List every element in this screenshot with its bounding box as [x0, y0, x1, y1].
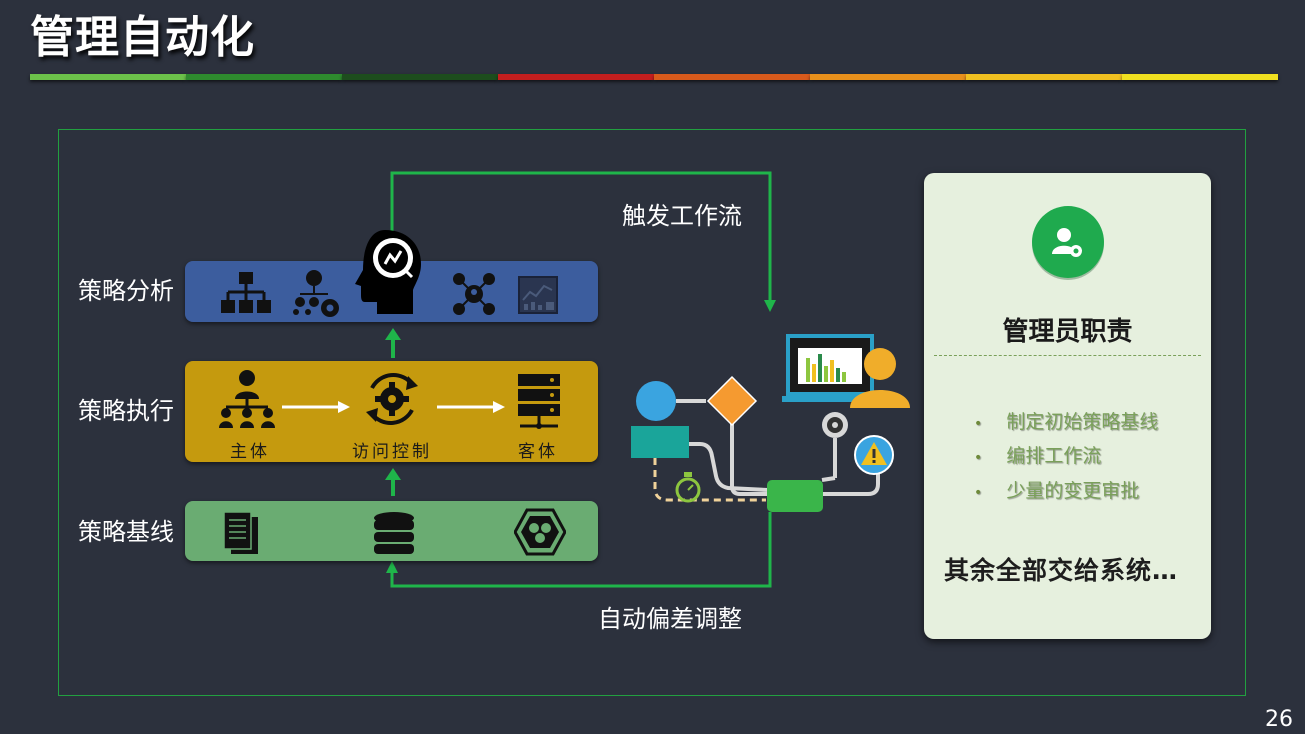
- network-icon: [453, 273, 495, 315]
- warning-icon: [854, 435, 894, 475]
- bullet-icon: •: [974, 416, 983, 432]
- start-node-icon: [636, 381, 676, 421]
- gear-icon: [822, 412, 848, 438]
- content-frame: [58, 129, 1246, 696]
- arrow-right-icon: [282, 401, 350, 413]
- database-icon: [374, 512, 414, 554]
- user-icon: [850, 348, 910, 408]
- trigger-workflow-label: 触发工作流: [622, 202, 742, 230]
- list-item: • 编排工作流: [974, 445, 1102, 467]
- title-rule-5: [654, 74, 810, 80]
- arrow-right-icon: [437, 401, 505, 413]
- row-label-baseline: 策略基线: [78, 518, 174, 546]
- person-icon: [219, 370, 275, 428]
- card-title: 管理员职责: [1002, 317, 1133, 347]
- admin-gear-icon: [1032, 206, 1104, 280]
- subject-label: 主体: [230, 442, 270, 462]
- monitor-chart-icon: [782, 334, 878, 402]
- admin-duties-card: 管理员职责 • 制定初始策略基线 • 编排工作流 • 少量的变更审批 其余全部交…: [924, 173, 1211, 639]
- hierarchy-icon: [221, 272, 271, 313]
- page-title: 管理自动化: [30, 12, 255, 63]
- bullet-icon: •: [974, 450, 983, 466]
- auto-adjust-label: 自动偏差调整: [598, 605, 742, 633]
- stopwatch-icon: [675, 472, 701, 503]
- bullet-icon: •: [974, 485, 983, 501]
- object-label: 客体: [518, 442, 558, 462]
- title-rule-7: [966, 74, 1122, 80]
- workflow-illustration: [631, 334, 910, 512]
- access-control-label: 访问控制: [352, 442, 432, 462]
- dashboard-icon: [518, 276, 558, 314]
- row-label-analysis: 策略分析: [78, 277, 174, 305]
- title-rule-3: [342, 74, 498, 80]
- document-icon: [223, 511, 258, 554]
- card-divider: [934, 355, 1201, 356]
- title-rule-2: [186, 74, 342, 80]
- hexagon-icon: [514, 508, 566, 556]
- page-number: 26: [1265, 707, 1293, 732]
- card-footer: 其余全部交给系统…: [944, 556, 1179, 585]
- row-label-execution: 策略执行: [78, 397, 174, 425]
- server-icon: [518, 374, 560, 429]
- list-item: • 制定初始策略基线: [974, 411, 1159, 433]
- list-item: • 少量的变更审批: [974, 480, 1140, 502]
- title-rule-4: [498, 74, 654, 80]
- title-rule-8: [1122, 74, 1278, 80]
- title-rule-6: [810, 74, 966, 80]
- gear-cycle-icon: [366, 373, 418, 425]
- decision-node-icon: [706, 375, 758, 427]
- head-analytics-icon: [355, 230, 421, 314]
- title-rule-1: [30, 74, 186, 80]
- process-node-icon: [631, 426, 689, 458]
- org-settings-icon: [293, 270, 339, 317]
- task-node-icon: [767, 480, 823, 512]
